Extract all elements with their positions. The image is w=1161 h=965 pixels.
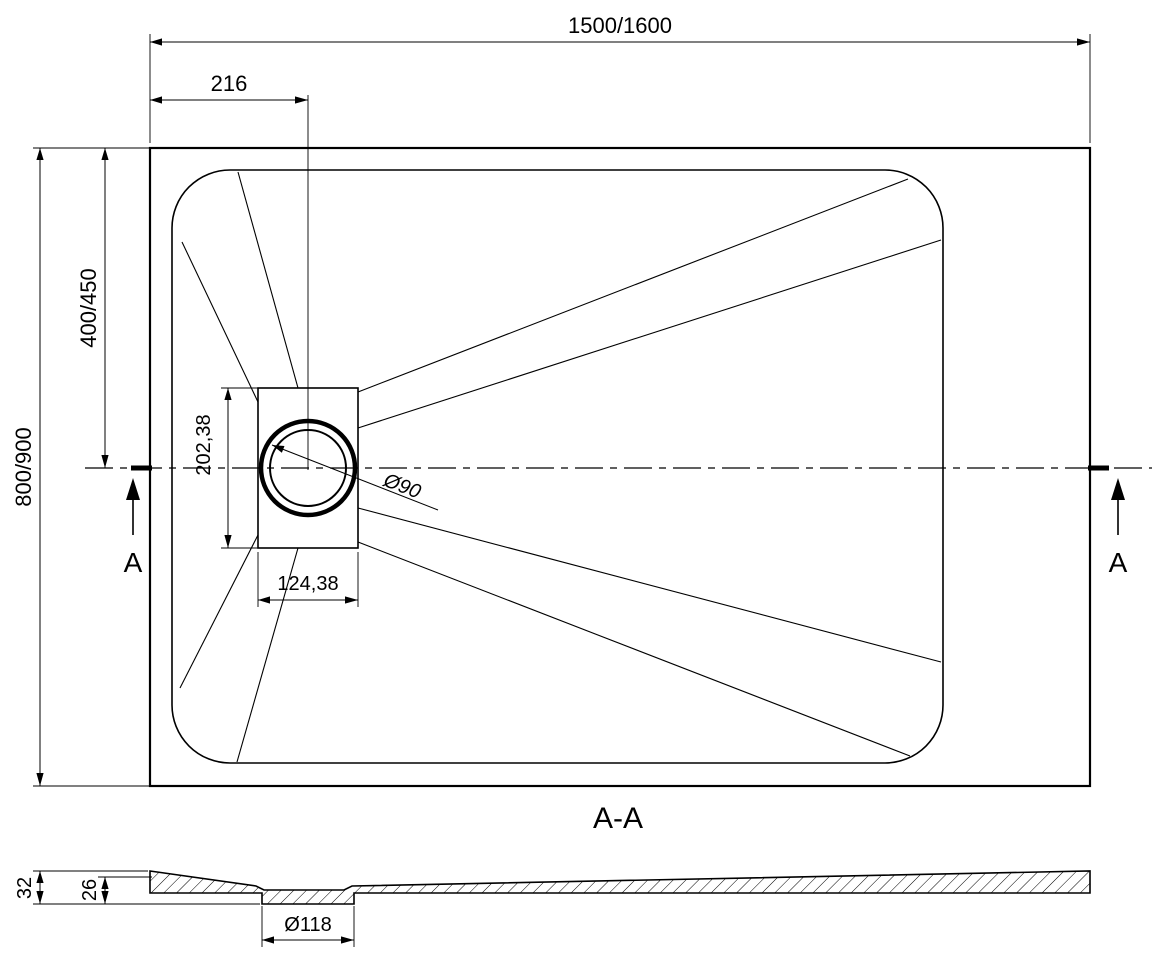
dim-drain-offset: 216 [150,71,308,104]
section-arrow-right: A [1109,478,1128,578]
section-arrow-left-label: A [124,547,143,578]
section-view: A-A 32 26 Ø118 [14,802,1091,947]
section-arrow-right-label: A [1109,547,1128,578]
dim-drain-hole-diameter-label: Ø90 [380,469,424,503]
dim-overall-width: 1500/1600 [149,13,1091,143]
dim-overall-depth: 800/900 [11,147,150,787]
dim-edge-height-label: 26 [79,879,101,901]
tray-section-profile [149,870,1091,905]
tray-inner-rounded-outline [171,169,944,764]
dim-center-from-top: 400/450 [76,148,109,468]
dim-drain-recess-width: 124,38 [257,552,359,607]
section-arrow-left: A [124,478,143,578]
dim-flange-diameter: Ø118 [261,906,355,947]
dim-edge-height: 26 [79,876,152,904]
top-view [85,95,1152,788]
slope-fold-lines [179,171,942,763]
dimensions-top-view: 1500/1600 216 400/450 800/900 202,38 [11,13,1128,787]
dim-center-from-top-label: 400/450 [76,268,101,348]
dim-total-height-label: 32 [14,877,36,899]
dim-drain-recess-height: 202,38 [193,387,258,549]
dim-drain-offset-label: 216 [211,71,248,96]
dim-drain-recess-width-label: 124,38 [277,573,338,595]
section-title-label: A-A [593,802,643,835]
dim-flange-diameter-label: Ø118 [284,914,331,936]
tray-outer-outline [148,146,1092,788]
dim-total-height: 32 [14,870,260,905]
dim-overall-width-label: 1500/1600 [568,13,672,38]
dim-overall-depth-label: 800/900 [11,427,36,507]
dim-drain-recess-height-label: 202,38 [193,414,215,475]
